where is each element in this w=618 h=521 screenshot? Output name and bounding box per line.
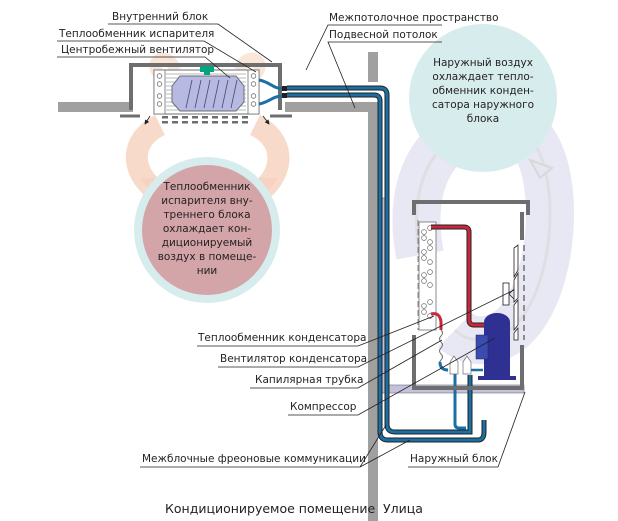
service-valves-icon	[449, 355, 472, 375]
indoor-bubble-line-5: воздух в помеще-	[158, 251, 257, 263]
evaporator-label: Теплообменник испарителя	[57, 28, 257, 73]
indoor-unit	[120, 63, 292, 125]
label-evaporator: Теплообменник испарителя	[58, 28, 214, 40]
zone-outdoor-label: Улица	[383, 501, 423, 516]
label-condenser: Теплообменник конденсатора	[197, 332, 366, 344]
indoor-bubble-line-1: испарителя вну-	[161, 195, 253, 207]
indoor-bubble-line-3: охлаждает кон-	[163, 223, 251, 235]
capillary-tube	[439, 329, 443, 367]
condenser-fan-label: Вентилятор конденсатора	[218, 289, 515, 368]
label-centrifugal-fan: Центробежный вентилятор	[61, 44, 214, 56]
condenser-label: Теплообменник конденсатора	[197, 315, 435, 347]
refrigerant-lines	[287, 85, 487, 443]
outdoor-bubble-line-3: сатора наружного	[432, 99, 534, 111]
suspended-ceiling-label: Подвесной потолок	[327, 29, 442, 109]
outdoor-bubble: Наружный воздух охлаждает тепло- обменни…	[409, 24, 557, 172]
label-compressor: Компрессор	[290, 401, 357, 413]
outdoor-unit-label: Наружный блок	[408, 391, 526, 468]
outdoor-bubble-line-2: обменник конден-	[432, 85, 534, 97]
compressor-label: Компрессор	[288, 337, 496, 416]
compressor-icon	[475, 313, 516, 380]
indoor-bubble-line-2: треннего блока	[163, 209, 250, 221]
indoor-bubble-line-6: нии	[197, 265, 218, 277]
label-refrigerant-lines: Межблочные фреоновые коммуникации	[142, 453, 366, 465]
indoor-bubble-line-4: диционируемый	[162, 237, 253, 249]
label-suspended-ceiling: Подвесной потолок	[329, 29, 438, 41]
outdoor-unit	[412, 200, 530, 390]
label-condenser-fan: Вентилятор конденсатора	[220, 353, 367, 365]
suspended-ceiling	[58, 102, 375, 112]
label-outdoor-unit: Наружный блок	[410, 453, 498, 465]
refrigerant-lines-label: Межблочные фреоновые коммуникации	[140, 424, 411, 468]
centrifugal-fan-label: Центробежный вентилятор	[57, 44, 231, 79]
outdoor-bubble-line-4: блока	[467, 113, 499, 125]
indoor-bubble: Теплообменник испарителя вну- треннего б…	[134, 157, 280, 303]
outdoor-bubble-line-0: Наружный воздух	[433, 57, 533, 69]
outdoor-airflow-arrow-icon	[527, 158, 554, 180]
zone-indoor-label: Кондиционируемое помещение	[165, 501, 376, 516]
outdoor-bubble-line-1: охлаждает тепло-	[432, 71, 533, 83]
air-grille	[162, 116, 248, 124]
indoor-bubble-line-0: Теплообменник	[162, 181, 250, 193]
ceiling-space-label: Межпотолочное пространство	[305, 12, 499, 71]
capillary-tube-label: Капилярная трубка	[250, 339, 443, 389]
centrifugal-fan-icon	[171, 66, 245, 112]
label-capillary-tube: Капилярная трубка	[255, 374, 363, 386]
evaporator-coil-bends	[153, 69, 260, 115]
label-ceiling-space: Межпотолочное пространство	[329, 12, 499, 24]
label-indoor-unit: Внутренний блок	[112, 11, 208, 23]
indoor-unit-label: Внутренний блок	[108, 11, 273, 63]
